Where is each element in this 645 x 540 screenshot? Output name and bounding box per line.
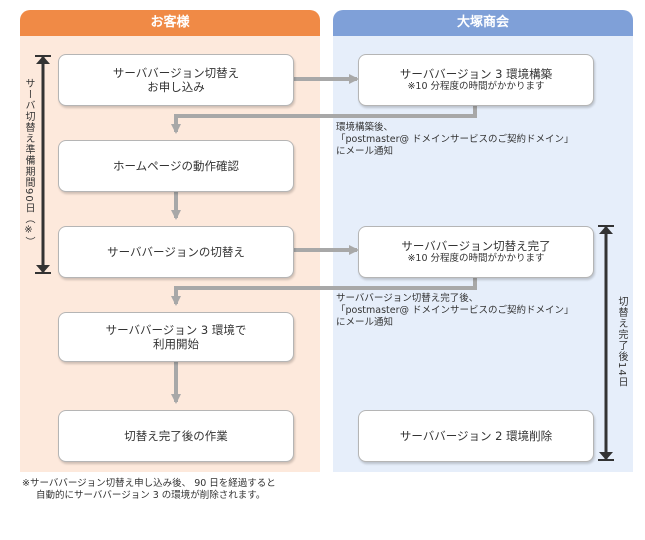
note-after-build-line2: 「postmaster@ ドメインサービスのご契約ドメイン」 — [336, 134, 574, 145]
prep-period-label: サーバ切替え準備期間90日（※） — [23, 78, 34, 248]
switch-box: サーババージョンの切替え — [58, 226, 294, 278]
customer-lane-header: お客様 — [20, 10, 320, 36]
apply-box: サーババージョン切替え お申し込み — [58, 54, 294, 106]
prep-period-bar — [35, 55, 51, 274]
footnote-line2: 自動的にサーババージョン 3 の環境が削除されます。 — [36, 490, 266, 501]
after-period-bar — [598, 225, 614, 461]
note-after-build: 環境構築後、 「postmaster@ ドメインサービスのご契約ドメイン」 にメ… — [336, 122, 574, 158]
delete-env-box-line1: サーババージョン 2 環境削除 — [399, 429, 553, 443]
switch-done-box-line1: サーババージョン切替え完了 — [401, 239, 551, 253]
env-build-box-line1: サーババージョン 3 環境構築 — [399, 67, 553, 81]
arrow-build-to-check — [171, 104, 477, 134]
apply-box-line1: サーババージョン切替え — [112, 66, 240, 80]
check-home-box: ホームページの動作確認 — [58, 140, 294, 192]
note-after-build-line1: 環境構築後、 — [336, 122, 394, 133]
after-work-box: 切替え完了後の作業 — [58, 410, 294, 462]
env-build-box-sub: ※10 分程度の時間がかかります — [407, 81, 545, 92]
check-home-box-line1: ホームページの動作確認 — [113, 159, 239, 173]
footnote: ※サーババージョン切替え申し込み後、 90 日を経過すると 自動的にサーババージ… — [22, 478, 276, 502]
env-build-box: サーババージョン 3 環境構築 ※10 分程度の時間がかかります — [358, 54, 594, 106]
note-after-switch: サーババージョン切替え完了後、 「postmaster@ ドメインサービスのご契… — [336, 293, 574, 329]
switch-done-box: サーババージョン切替え完了 ※10 分程度の時間がかかります — [358, 226, 594, 278]
note-after-switch-line1: サーババージョン切替え完了後、 — [336, 293, 479, 304]
arrow-done-to-start — [171, 276, 477, 306]
start-use-box-line2: 利用開始 — [153, 337, 199, 351]
footnote-line1: ※サーババージョン切替え申し込み後、 90 日を経過すると — [22, 478, 276, 489]
start-use-box-line1: サーババージョン 3 環境で — [105, 323, 247, 337]
apply-box-line2: お申し込み — [147, 80, 205, 94]
after-period-label: 切替え完了後14日 — [616, 296, 627, 388]
start-use-box: サーババージョン 3 環境で 利用開始 — [58, 312, 294, 362]
note-after-build-line3: にメール通知 — [336, 146, 394, 157]
switch-box-line1: サーババージョンの切替え — [107, 245, 245, 259]
note-after-switch-line3: にメール通知 — [336, 317, 394, 328]
company-lane-header: 大塚商会 — [333, 10, 633, 36]
note-after-switch-line2: 「postmaster@ ドメインサービスのご契約ドメイン」 — [336, 305, 574, 316]
delete-env-box: サーババージョン 2 環境削除 — [358, 410, 594, 462]
switch-done-box-sub: ※10 分程度の時間がかかります — [407, 253, 545, 264]
after-work-box-line1: 切替え完了後の作業 — [124, 429, 228, 443]
